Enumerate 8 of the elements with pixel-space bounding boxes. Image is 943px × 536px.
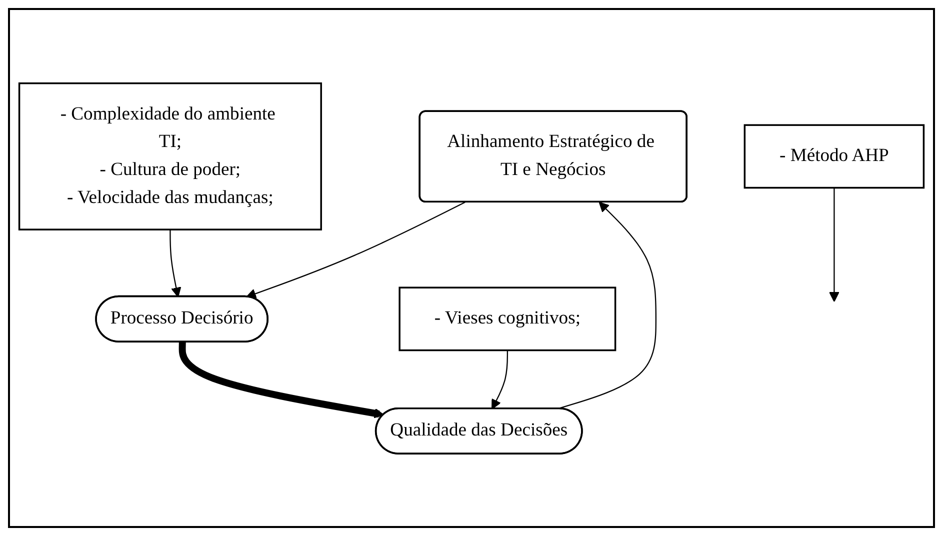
arrow [178,342,384,418]
arrow [170,229,182,297]
arrow [829,187,840,302]
arrow [246,201,466,298]
arrow [492,350,508,409]
node-box: - Vieses cognitivos; [398,286,616,351]
node-box: - Método AHP [744,124,925,188]
node-box: - Complexidade do ambiente TI; - Cultura de poder; - Velocidade das mudanças; [18,82,322,230]
